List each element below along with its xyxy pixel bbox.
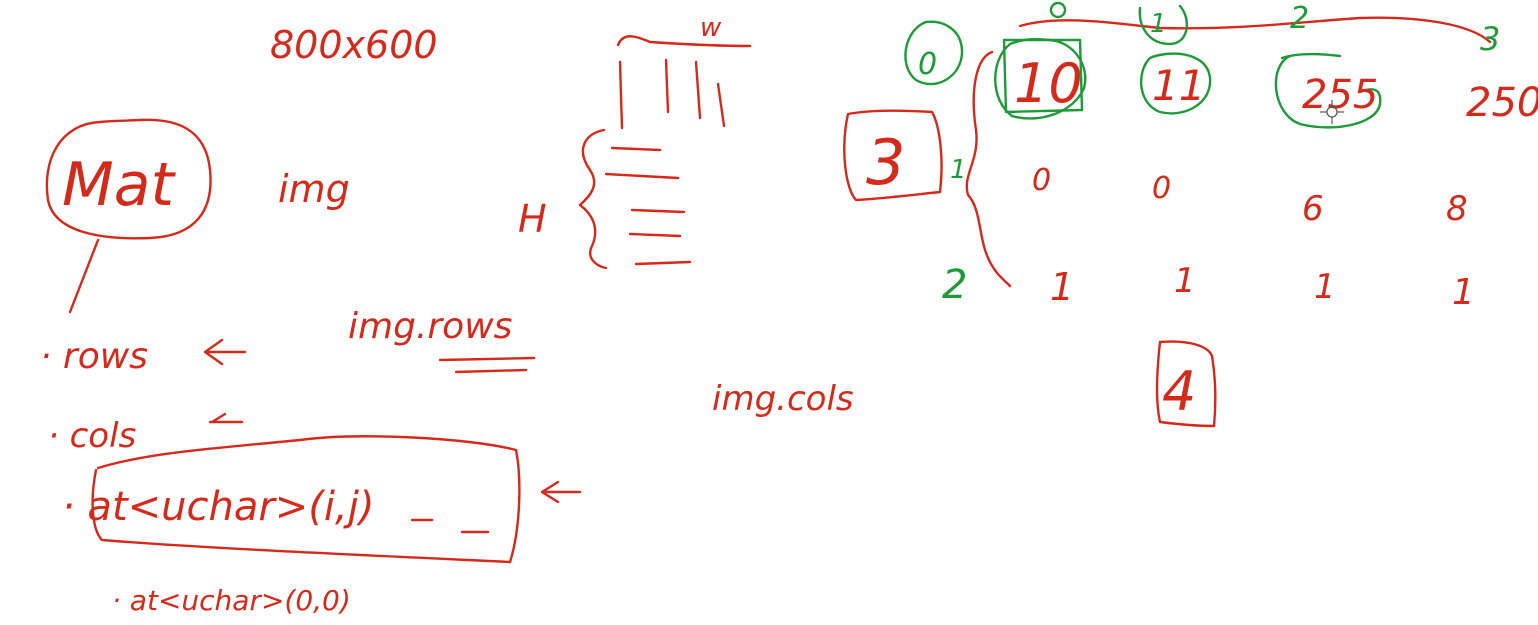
row-index-0: 0	[918, 47, 937, 82]
height-brace	[578, 128, 608, 270]
at-example-label: · at<uchar>(0,0)	[112, 584, 351, 617]
at-method-box	[91, 435, 521, 564]
cols-label: · cols	[48, 416, 136, 456]
rows-count: 3	[866, 126, 905, 199]
img-rows-label: img.rows	[348, 306, 512, 347]
row-index-2: 2	[942, 262, 967, 308]
cell-0-2-overline	[1280, 52, 1342, 60]
cell-1-3: 8	[1446, 189, 1468, 229]
matrix-left-brace	[965, 50, 1012, 288]
cell-2-2: 1	[1314, 267, 1336, 307]
row-index-1: 1	[950, 155, 967, 185]
cols-count: 4	[1162, 360, 1196, 423]
at-arrow	[540, 480, 582, 504]
cell-0-0: 10	[1014, 52, 1083, 115]
rows-count-box	[843, 109, 943, 202]
cell-2-1: 1	[1174, 261, 1196, 301]
cell-0-0-circle	[994, 38, 1087, 120]
row-stroke-2	[604, 172, 680, 180]
crosshair-cursor-icon	[1320, 100, 1344, 124]
column-stroke-1	[618, 60, 624, 130]
mat-label: Mat	[62, 150, 177, 220]
mat-circle	[45, 118, 212, 240]
cell-0-3: 250	[1466, 80, 1538, 126]
img-cols-label: img.cols	[712, 379, 854, 419]
cols-arrow	[208, 412, 244, 424]
cell-0-2-circle	[1274, 54, 1382, 129]
cell-0-2: 255	[1302, 72, 1378, 118]
cell-2-0: 1	[1050, 265, 1074, 309]
column-index-brace	[1018, 16, 1492, 44]
rows-label: · rows	[40, 336, 148, 377]
width-brace	[616, 35, 752, 48]
width-label: w	[700, 13, 722, 43]
column-stroke-4	[716, 82, 726, 128]
resolution-label: 800x600	[270, 23, 438, 67]
img-rows-underline	[438, 356, 536, 374]
cell-2-3: 1	[1452, 272, 1475, 313]
row-stroke-4	[628, 232, 682, 238]
col-index-2: 2	[1290, 1, 1309, 36]
mat-connector-line	[68, 238, 100, 314]
row-stroke-3	[630, 208, 686, 214]
cell-1-1: 0	[1152, 171, 1171, 206]
row-stroke-5	[634, 260, 692, 266]
col-index-1: 1	[1150, 9, 1167, 39]
col-index-3: 3	[1480, 20, 1500, 58]
row-index-0-circle	[904, 20, 964, 86]
col-index-1-circle	[1138, 4, 1189, 46]
cell-1-0: 0	[1032, 163, 1051, 198]
cell-0-1: 11	[1152, 61, 1205, 110]
cell-0-1-circle	[1139, 52, 1212, 115]
col-index-0-mark	[1049, 1, 1067, 19]
height-label: H	[518, 197, 547, 241]
img-label: img	[278, 167, 350, 211]
column-stroke-3	[694, 60, 702, 120]
at-method-label: · at<uchar>(i,j)	[62, 484, 374, 530]
cell-1-2: 6	[1302, 189, 1324, 229]
row-stroke-1	[610, 146, 662, 152]
rows-arrow	[203, 338, 247, 366]
cols-count-box	[1155, 340, 1217, 428]
column-stroke-2	[664, 58, 670, 114]
